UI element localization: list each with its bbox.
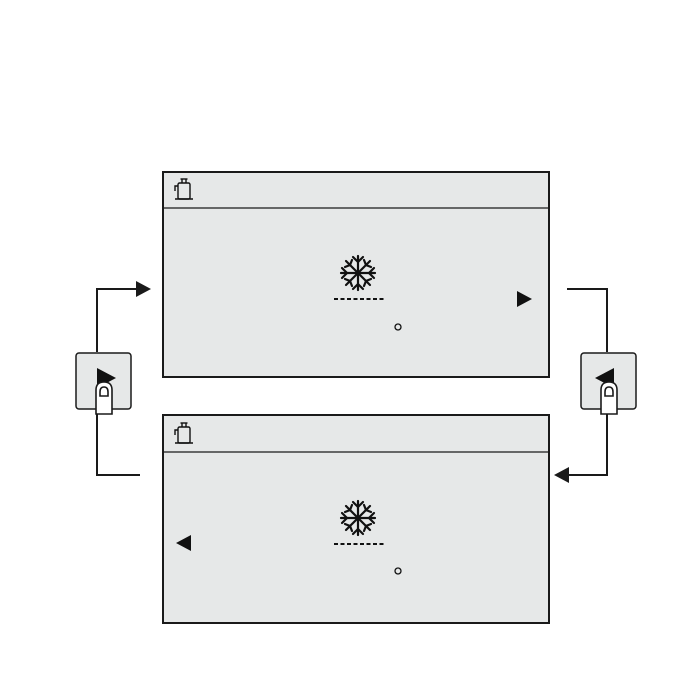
arrow-head-left [554,467,569,483]
left-connector-upper [97,289,138,352]
right-connector-upper [567,289,607,352]
right-connector-lower [567,410,607,475]
snowflake-icon [341,256,375,290]
left-connector-lower [97,410,140,475]
finger-press-icon [96,382,112,414]
left-key-button[interactable] [581,353,636,414]
top-screen [163,172,549,377]
snowflake-icon [341,501,375,535]
bottom-screen [163,415,549,623]
finger-press-icon [601,382,617,414]
arrow-head-right [136,281,151,297]
right-key-button[interactable] [76,353,131,414]
